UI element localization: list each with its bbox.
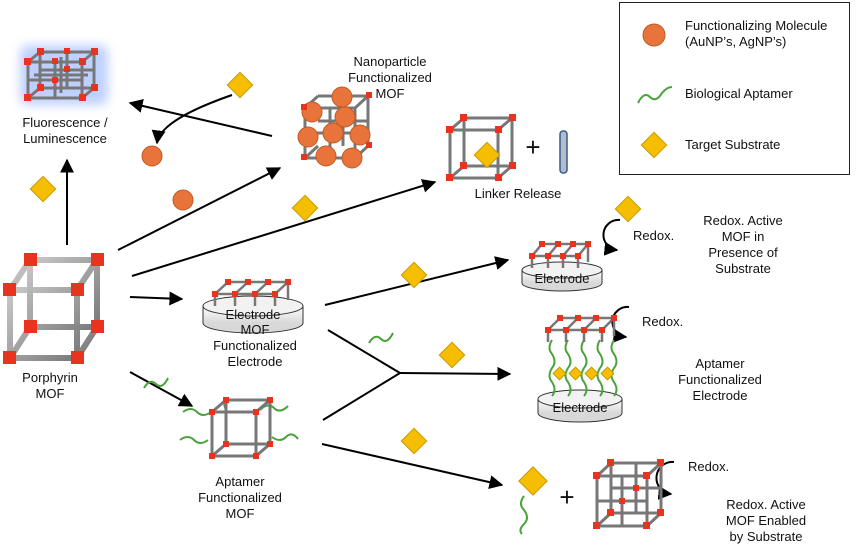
nanoparticle-mof-label: Nanoparticle Functionalized MOF xyxy=(348,54,432,101)
plus-sign-1: + xyxy=(525,132,541,162)
yellow-diamond-icon xyxy=(640,131,668,159)
legend-item-aptamer: Biological Aptamer xyxy=(620,73,851,113)
porphyrin-mof-label: Porphyrin MOF xyxy=(22,370,78,401)
arrow-junction-to-aptamer-electrode xyxy=(399,366,512,381)
arrow-porphyrin-to-linker-release xyxy=(131,179,437,277)
legend-item-functionalizing-molecule: Functionalizing Molecule (AuNP’s, AgNP’s… xyxy=(620,13,851,53)
legend-label: Target Substrate xyxy=(685,137,781,152)
orange-circle-icon xyxy=(642,23,666,47)
legend: Functionalizing Molecule (AuNP’s, AgNP’s… xyxy=(619,2,850,175)
substrate-diamonds xyxy=(29,71,642,455)
mof-electrode-label: Electrode xyxy=(225,307,281,322)
redox-label-2: Redox. xyxy=(642,314,684,329)
redox-electrode-label: Electrode xyxy=(534,271,590,286)
redox-label-1: Redox. xyxy=(633,228,675,243)
aptamer-electrode-label: Electrode xyxy=(552,400,608,415)
redox-arrow-1 xyxy=(602,218,621,256)
arrow-porphyrin-to-aptamer-mof xyxy=(129,371,194,407)
mof-functionalized-electrode-label: MOF Functionalized Electrode xyxy=(213,322,297,369)
arrow-porphyrin-to-nanoparticle xyxy=(117,167,282,251)
redox-arrow-3 xyxy=(655,460,675,500)
arrow-nanoparticle-to-fluorescence xyxy=(128,99,273,137)
fluorescence-label: Fluorescence / Luminescence xyxy=(22,115,108,146)
nanoparticle-mof-icon xyxy=(297,86,372,169)
aptamer-with-substrate-icon xyxy=(518,466,548,535)
arrow-aptamer-mof-to-enabled xyxy=(321,443,504,490)
free-particles xyxy=(141,145,194,211)
plus-sign-2: + xyxy=(559,482,575,512)
arrow-porphyrin-to-mof-electrode xyxy=(129,291,184,306)
mof-electrode-icon xyxy=(202,279,304,334)
legend-label: Functionalizing Molecule (AuNP’s, AgNP’s… xyxy=(685,18,828,49)
enabled-mof-icon xyxy=(593,459,664,529)
legend-label: Biological Aptamer xyxy=(685,86,793,101)
aptamer-electrode-icon xyxy=(537,315,623,423)
arrow-electrode-to-junction xyxy=(327,329,401,374)
aptamer-mof-icon xyxy=(179,397,299,459)
legend-item-target-substrate: Target Substrate xyxy=(620,125,851,165)
fluorescence-mof-icon xyxy=(20,45,108,105)
green-squiggle-icon xyxy=(637,86,673,104)
redox-active-presence-label: Redox. Active MOF in Presence of Substra… xyxy=(703,213,783,276)
aptamer-functionalized-electrode-label: Aptamer Functionalized Electrode xyxy=(678,356,762,403)
aptamer-functionalized-mof-label: Aptamer Functionalized MOF xyxy=(198,474,282,521)
arrow-aptamer-mof-to-junction xyxy=(322,372,401,421)
porphyrin-mof-icon xyxy=(3,253,104,364)
linker-release-mof-icon xyxy=(446,114,516,181)
redox-label-3: Redox. xyxy=(688,459,730,474)
redox-electrode-icon xyxy=(521,241,603,292)
linker-release-label: Linker Release xyxy=(474,186,562,201)
released-linker-icon xyxy=(559,130,568,174)
free-aptamers xyxy=(143,332,394,389)
redox-enabled-label: Redox. Active MOF Enabled by Substrate xyxy=(725,497,807,544)
arrow-substrate-curve-release xyxy=(151,94,233,145)
